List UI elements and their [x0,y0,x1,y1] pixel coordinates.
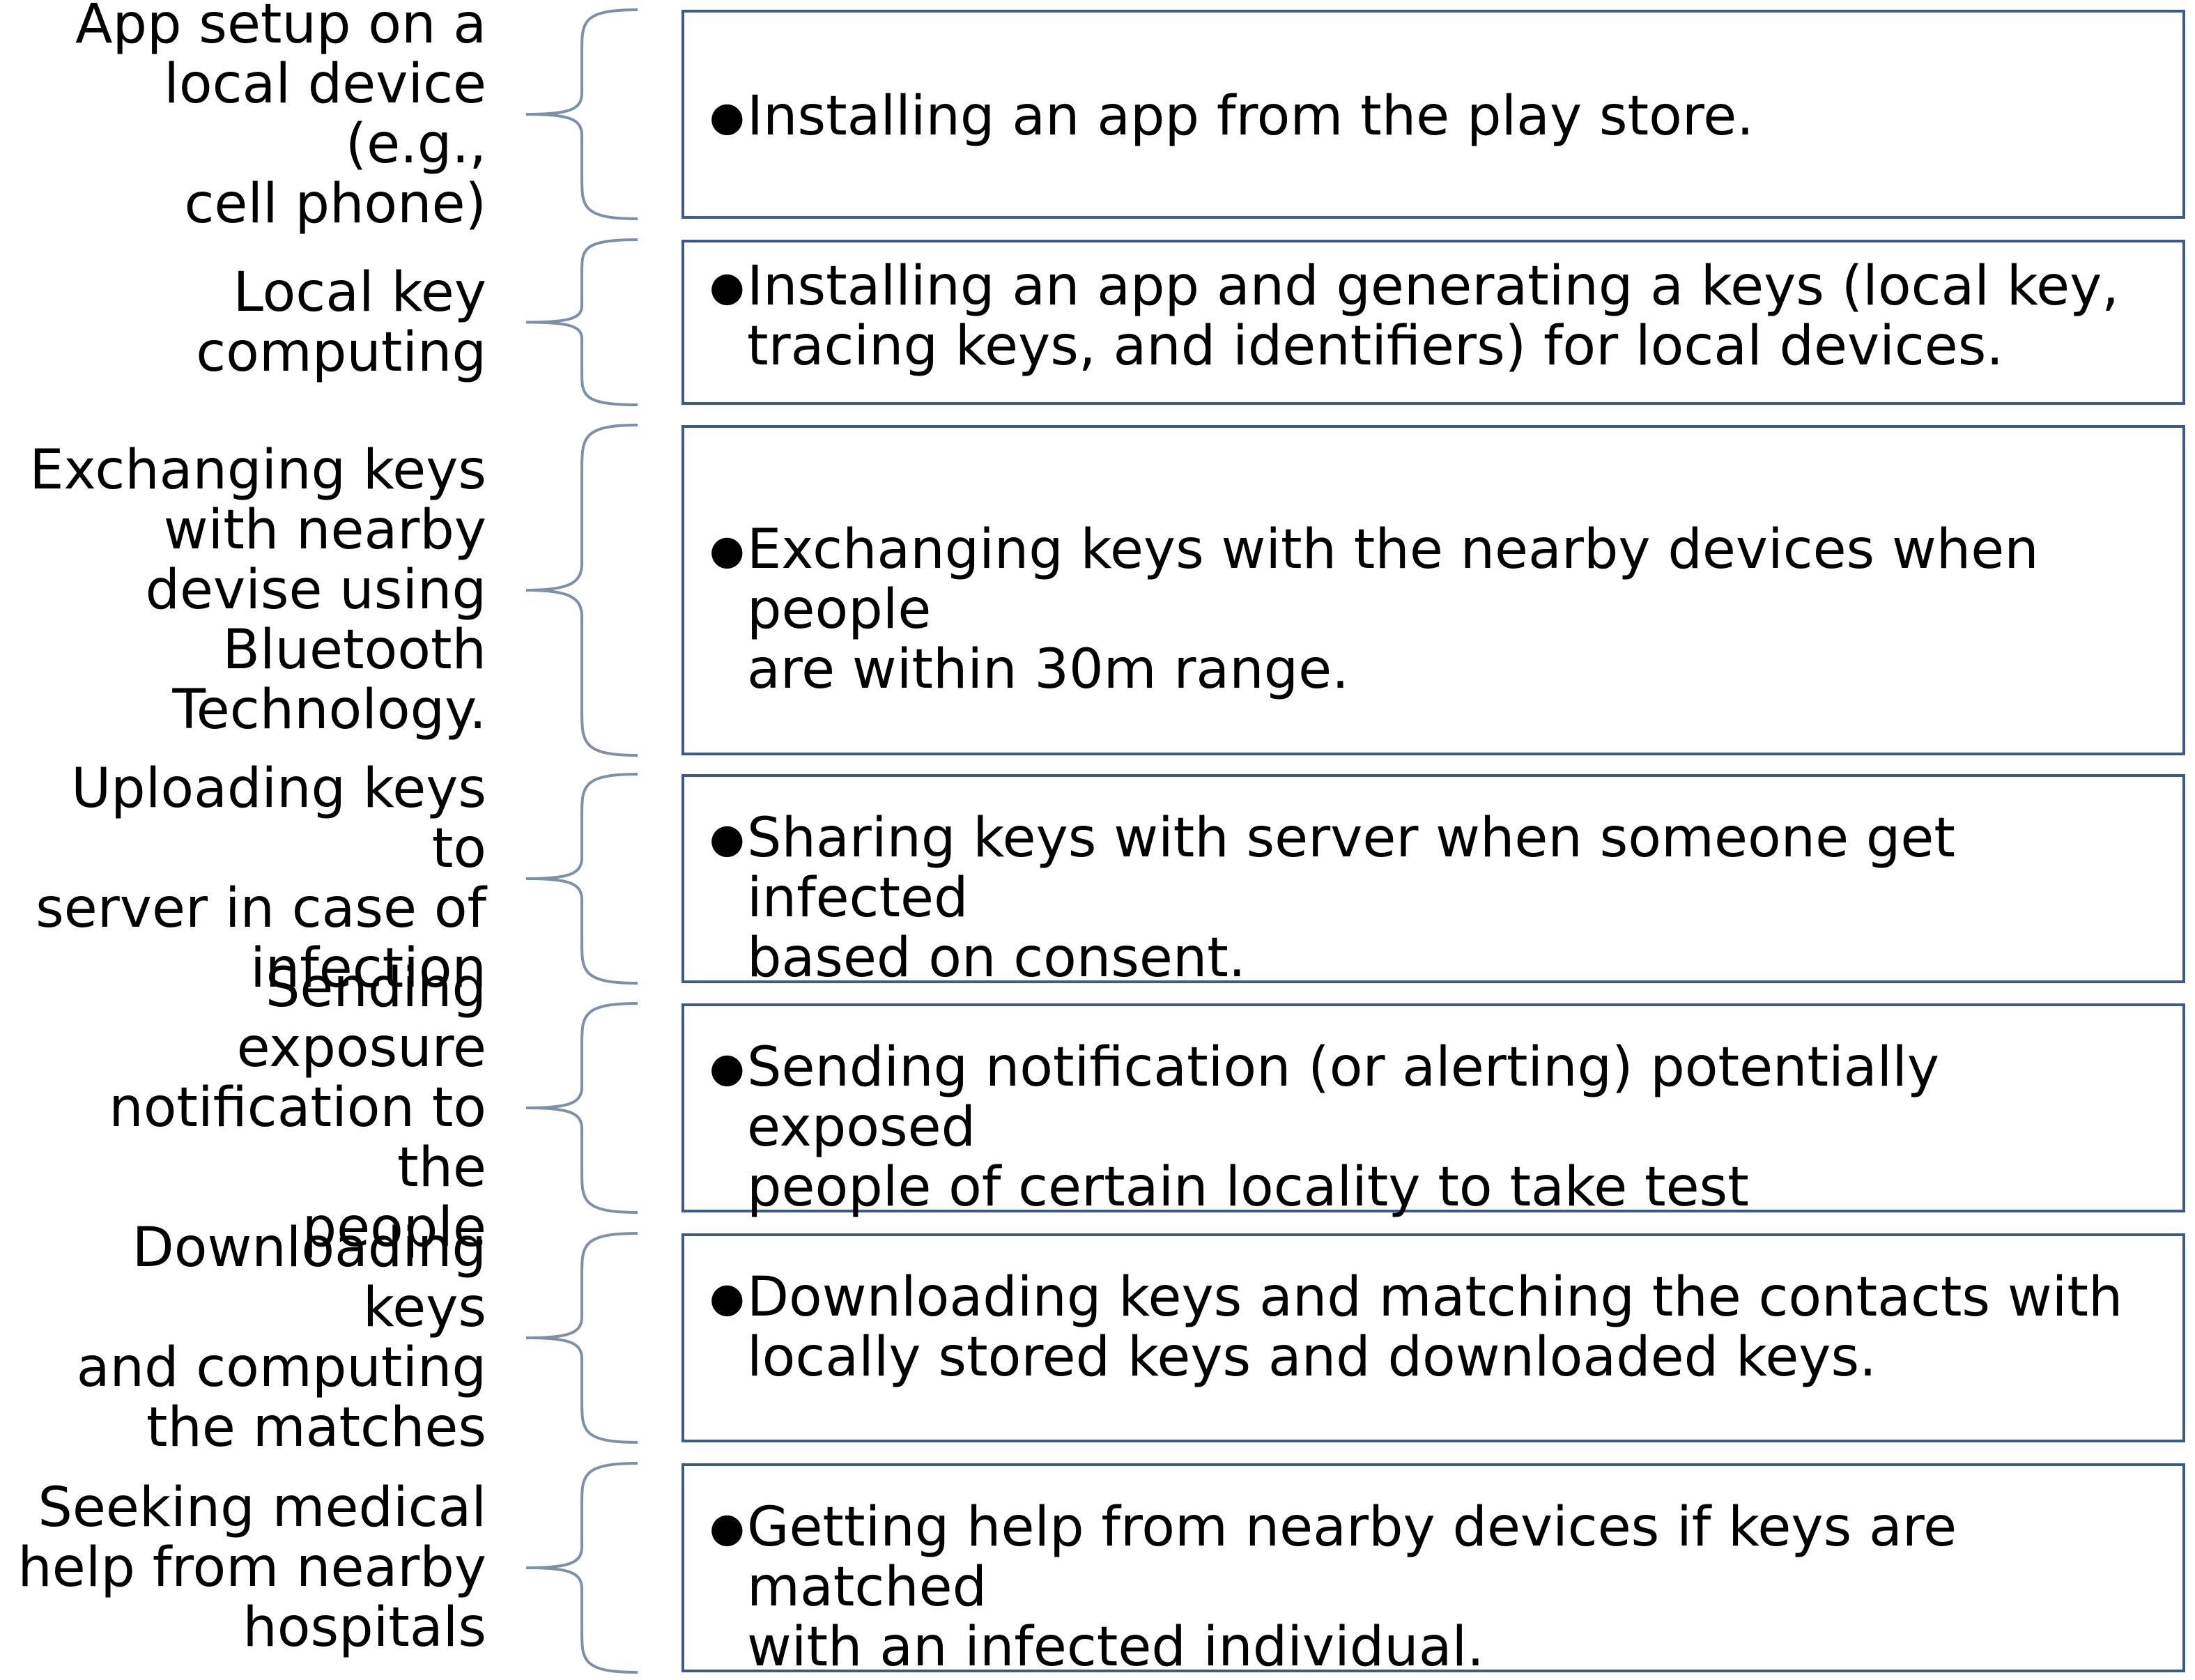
step-box-sending-exposure: ● Sending notification (or alerting) pot… [681,1003,2185,1217]
step-description: Sharing keys with server when someone ge… [747,807,1955,989]
step-box-exchanging-keys: ● Exchanging keys with the nearby device… [681,425,2185,755]
step-box-seeking-medical-help: ● Getting help from nearby devices if ke… [681,1463,2185,1677]
bullet-icon: ● [709,526,745,573]
step-label-app-setup: App setup on a local device (e.g., cell … [75,0,486,236]
step-box-uploading-keys: ● Sharing keys with server when someone … [681,774,2185,988]
step-box-downloading-keys: ● Downloading keys and matching the cont… [681,1233,2185,1442]
bullet-icon: ● [709,1504,745,1551]
step-row-seeking-medical-help: Seeking medical help from nearby hospita… [0,1463,2195,1677]
brace-connector [519,774,645,983]
step-row-sending-exposure: Sending exposure notification to the peo… [0,957,2195,1259]
bullet-icon: ● [709,1044,745,1091]
brace-connector [519,10,645,219]
step-label-local-key-computing: Local key computing [196,261,486,384]
brace-connector [519,240,645,405]
bullet-icon: ● [709,263,745,310]
brace-connector [519,1003,645,1212]
step-description: Getting help from nearby devices if keys… [747,1496,1957,1679]
step-row-downloading-keys: Downloading keys and computing the match… [0,1217,2195,1459]
step-description: Installing an app and generating a keys … [747,255,2120,378]
step-row-exchanging-keys: Exchanging keys with nearby devise using… [0,425,2195,755]
bullet-icon: ● [709,93,745,140]
step-description: Installing an app from the play store. [747,85,1754,148]
step-description: Sending notification (or alerting) poten… [747,1036,1940,1219]
brace-connector [519,425,645,755]
step-box-local-key-computing: ● Installing an app and generating a key… [681,240,2185,405]
step-label-uploading-keys: Uploading keys to server in case of infe… [36,757,486,1000]
step-label-sending-exposure: Sending exposure notification to the peo… [109,957,486,1259]
step-row-uploading-keys: Uploading keys to server in case of infe… [0,757,2195,1000]
step-label-exchanging-keys: Exchanging keys with nearby devise using… [29,439,486,741]
step-description: Downloading keys and matching the contac… [747,1266,2123,1389]
step-description: Exchanging keys with the nearby devices … [747,518,2039,701]
step-label-downloading-keys: Downloading keys and computing the match… [76,1217,486,1459]
step-row-local-key-computing: Local key computing ● Installing an app … [0,240,2195,405]
step-row-app-setup: App setup on a local device (e.g., cell … [0,0,2195,236]
bullet-icon: ● [709,815,745,862]
step-box-app-setup: ● Installing an app from the play store. [681,10,2185,219]
brace-connector [519,1233,645,1442]
bullet-icon: ● [709,1274,745,1321]
brace-connector [519,1463,645,1672]
step-label-seeking-medical-help: Seeking medical help from nearby hospita… [17,1477,486,1659]
